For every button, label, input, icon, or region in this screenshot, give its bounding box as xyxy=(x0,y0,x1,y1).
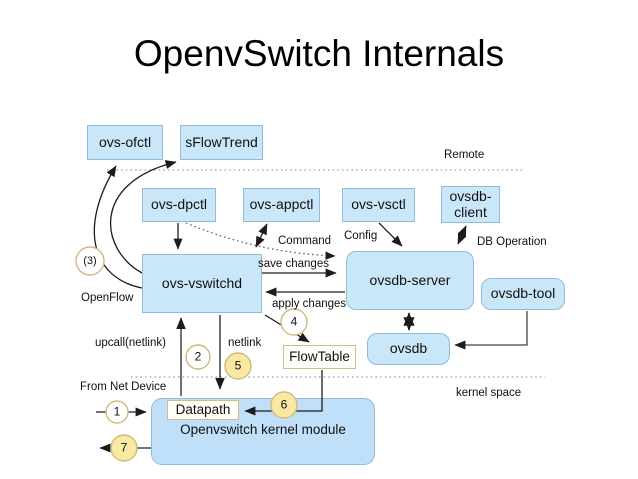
label-apply-changes: apply changes xyxy=(272,298,347,310)
node-kernel-module-label: Openvswitch kernel module xyxy=(180,422,346,437)
step-circle-3 xyxy=(75,246,105,276)
step-circle-7 xyxy=(110,434,138,462)
step-circle-5 xyxy=(224,352,252,380)
step-circle-1 xyxy=(105,400,129,424)
node-ovs-vsctl: ovs-vsctl xyxy=(342,188,415,222)
node-flowtable: FlowTable xyxy=(283,345,356,369)
label-config: Config xyxy=(344,230,378,242)
step-label-5: 5 xyxy=(234,358,242,373)
step-label-3: (3) xyxy=(83,254,97,267)
node-datapath: Datapath xyxy=(167,400,239,420)
edge-client-server xyxy=(457,225,467,245)
edge-vswitchd-to-sflowtrend xyxy=(109,160,177,274)
node-ovs-dpctl: ovs-dpctl xyxy=(142,188,216,222)
node-ovsdb: ovsdb xyxy=(367,333,450,365)
node-ovsdb-client: ovsdb-client xyxy=(441,186,500,223)
step-circle-2 xyxy=(185,344,211,370)
label-netlink: netlink xyxy=(228,337,262,349)
label-openflow: OpenFlow xyxy=(81,292,134,304)
page-title: OpenvSwitch Internals xyxy=(133,33,505,74)
step-label-6: 6 xyxy=(280,397,288,412)
label-remote: Remote xyxy=(444,149,485,161)
label-command: Command xyxy=(278,235,332,247)
edge-vswitchd-to-ofctl xyxy=(93,165,143,289)
step-label-1: 1 xyxy=(113,404,121,419)
step-label-7: 7 xyxy=(120,440,128,455)
node-ovsdb-server: ovsdb-server xyxy=(346,251,474,310)
label-kernel-space: kernel space xyxy=(456,387,522,399)
node-ovsdb-tool: ovsdb-tool xyxy=(481,278,565,310)
step-label-2: 2 xyxy=(194,349,202,364)
edge-tool-to-ovsdb xyxy=(454,311,528,350)
node-ovs-vswitchd: ovs-vswitchd xyxy=(142,254,262,313)
label-save-changes: save changes xyxy=(258,258,329,270)
label-from-net-device: From Net Device xyxy=(80,381,167,393)
node-sflowtrend: sFlowTrend xyxy=(180,125,263,160)
step-label-4: 4 xyxy=(290,314,298,329)
edge-vsctl-to-server xyxy=(378,222,403,247)
step-circle-4 xyxy=(280,308,308,336)
edge-appctl-vswitchd xyxy=(255,223,268,248)
node-ovs-ofctl: ovs-ofctl xyxy=(87,125,163,160)
step-circle-6 xyxy=(270,391,298,419)
edge-flowtable-to-datapath xyxy=(244,370,323,416)
edge-command-dotted xyxy=(185,222,336,260)
node-ovs-appctl: ovs-appctl xyxy=(243,188,320,222)
label-upcall-netlink: upcall(netlink) xyxy=(95,337,166,349)
label-db-operation: DB Operation xyxy=(477,236,547,248)
